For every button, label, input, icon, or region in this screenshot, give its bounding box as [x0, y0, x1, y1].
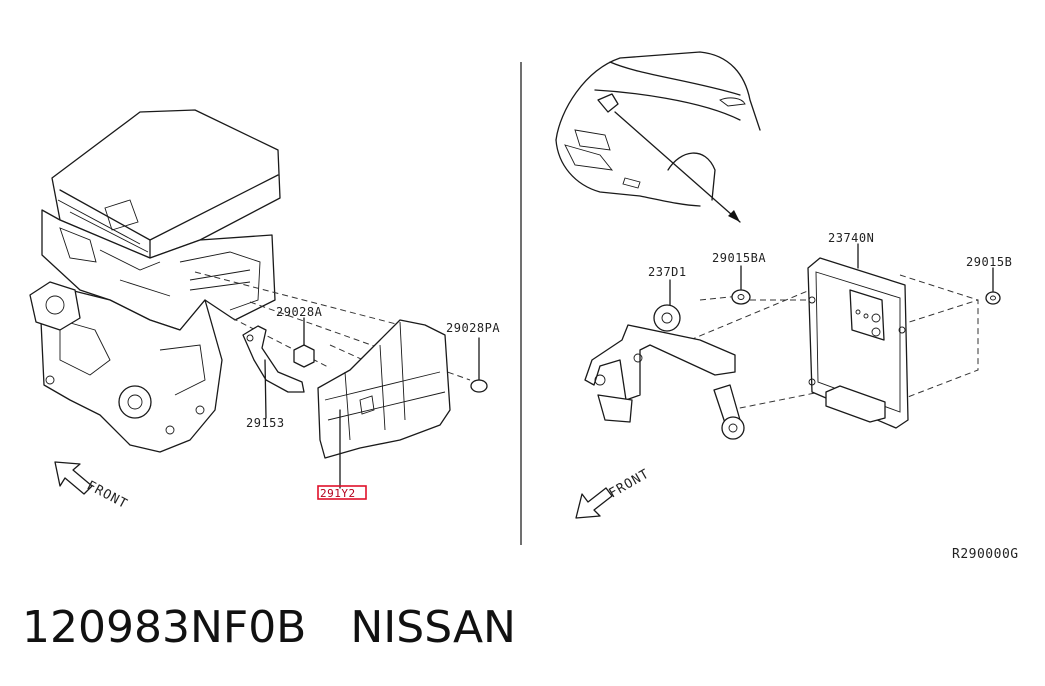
caption: 120983NF0B NISSAN	[22, 596, 516, 660]
bolt-29028A	[293, 317, 315, 368]
callout-291Y2: 291Y2	[320, 487, 356, 500]
front-label-left: FRONT	[84, 478, 130, 512]
callout-29028A: 29028A	[276, 305, 323, 319]
vehicle-front-outline	[555, 51, 761, 223]
callout-29015B: 29015B	[966, 255, 1012, 269]
front-label-right: FRONT	[607, 466, 653, 501]
caption-brand: NISSAN	[350, 602, 516, 653]
front-arrow-right: FRONT	[575, 466, 653, 519]
callout-29015BA: 29015BA	[712, 251, 766, 265]
callout-23740N: 23740N	[828, 231, 874, 245]
callout-237D1: 237D1	[648, 265, 687, 279]
front-arrow-left: FRONT	[54, 461, 130, 512]
clip-29028PA	[470, 337, 488, 393]
washer-29015B	[985, 267, 1001, 305]
parts-diagram: FRONT 29028A 29028PA 29153 291Y2	[29, 51, 1019, 562]
bracket-29153	[242, 325, 305, 419]
bracket-291Y2	[317, 319, 451, 489]
figure-code: R290000G	[952, 547, 1019, 562]
callout-29028PA: 29028PA	[446, 321, 500, 335]
highlight-box-291Y2	[317, 485, 367, 500]
callout-29153: 29153	[246, 416, 285, 430]
motor-inverter-assembly	[29, 109, 281, 453]
bracket-237D1	[584, 279, 745, 440]
control-unit-23740N	[807, 243, 909, 429]
caption-part-number: 120983NF0B	[22, 602, 307, 653]
washer-29015BA	[731, 265, 751, 305]
